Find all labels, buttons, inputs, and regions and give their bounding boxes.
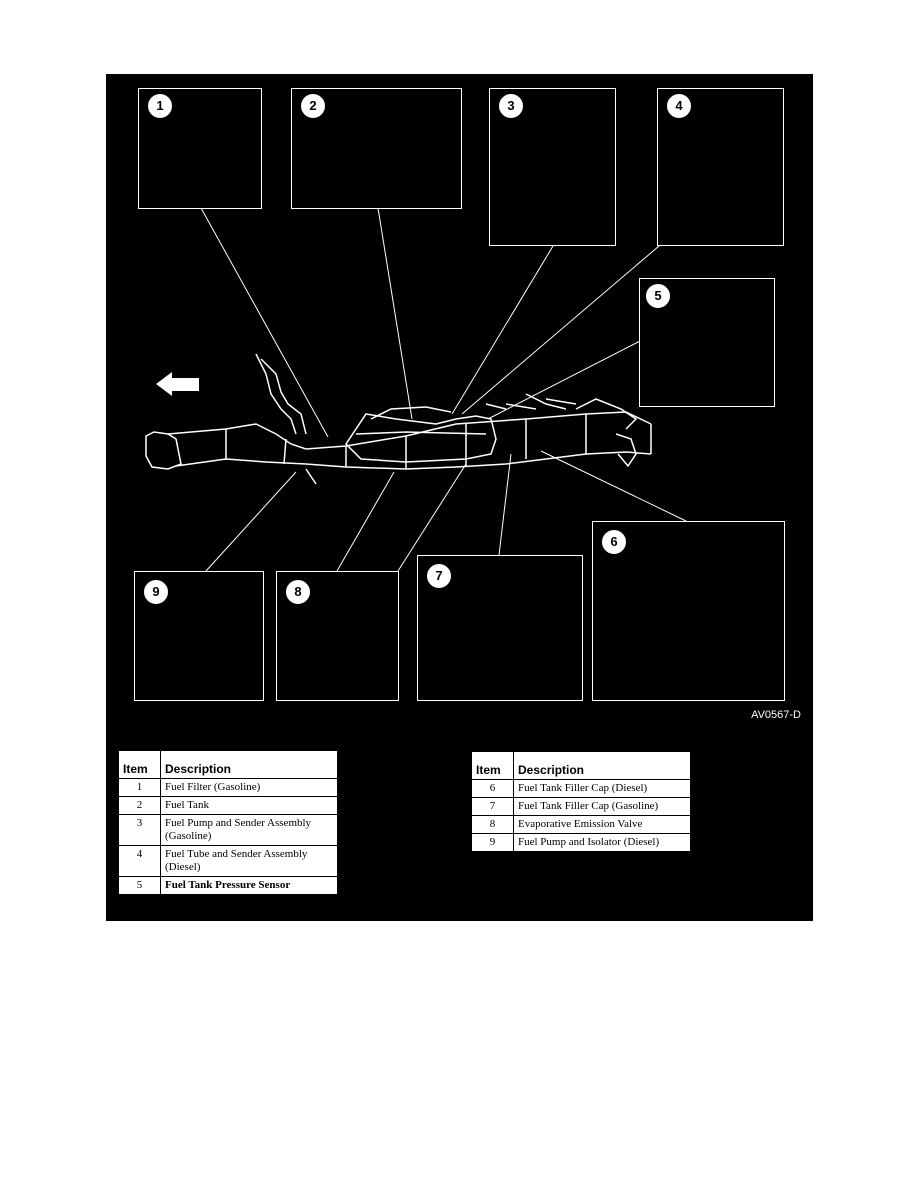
detail-box-filler-cap-diesel: 6 <box>592 521 785 701</box>
detail-box-fuel-pump: 3 <box>489 88 616 246</box>
legend-item-number: 1 <box>118 778 161 797</box>
leader-line-9 <box>205 471 297 572</box>
detail-box-fuel-pump-isolator: 9 <box>134 571 264 701</box>
legend-item-number: 5 <box>118 876 161 895</box>
leader-line-4 <box>461 245 660 415</box>
legend-item-number: 4 <box>118 845 161 877</box>
legend-item-description: Fuel Pump and Isolator (Diesel) <box>513 833 691 852</box>
callout-badge-5: 5 <box>646 284 670 308</box>
leader-line-5 <box>487 340 641 420</box>
legend-header-item: Item <box>471 751 514 780</box>
legend-item-number: 6 <box>471 779 514 798</box>
leader-line-1 <box>200 207 329 438</box>
legend-header-description: Description <box>160 750 338 779</box>
callout-badge-2: 2 <box>301 94 325 118</box>
legend-item-number: 9 <box>471 833 514 852</box>
legend-header-item: Item <box>118 750 161 779</box>
leader-line-7 <box>498 453 512 556</box>
legend-header-description: Description <box>513 751 691 780</box>
callout-badge-3: 3 <box>499 94 523 118</box>
leader-line-8b <box>397 463 467 572</box>
legend-item-number: 8 <box>471 815 514 834</box>
legend-header-row: Item Description <box>118 750 338 779</box>
legend-header-row: Item Description <box>471 751 691 780</box>
leader-line-8 <box>336 471 395 572</box>
leader-line-3 <box>451 245 554 415</box>
legend-item-description: Fuel Tank Pressure Sensor <box>160 876 338 895</box>
leader-line-6 <box>540 450 687 522</box>
legend-item-description: Fuel Filter (Gasoline) <box>160 778 338 797</box>
vehicle-frame <box>145 353 652 485</box>
callout-badge-7: 7 <box>427 564 451 588</box>
detail-box-fuel-tank: 2 <box>291 88 462 209</box>
legend-item-description: Fuel Tank <box>160 796 338 815</box>
legend-item-description: Evaporative Emission Valve <box>513 815 691 834</box>
legend-item-number: 7 <box>471 797 514 816</box>
leader-line-2 <box>377 207 413 420</box>
callout-badge-6: 6 <box>602 530 626 554</box>
legend-item-description: Fuel Tube and Sender Assembly (Diesel) <box>160 845 338 877</box>
callout-badge-4: 4 <box>667 94 691 118</box>
legend-item-description: Fuel Tank Filler Cap (Gasoline) <box>513 797 691 816</box>
detail-box-evap-valve: 8 <box>276 571 399 701</box>
callout-badge-8: 8 <box>286 580 310 604</box>
legend-item-description: Fuel Pump and Sender Assembly (Gasoline) <box>160 814 338 846</box>
fuel-system-diagram: 1 2 3 4 5 6 7 8 9 AV0567-D Item Descript… <box>106 74 813 921</box>
detail-box-filler-cap-gasoline: 7 <box>417 555 583 701</box>
legend-item-number: 2 <box>118 796 161 815</box>
detail-box-fuel-filter: 1 <box>138 88 262 209</box>
callout-badge-1: 1 <box>148 94 172 118</box>
legend-item-description: Fuel Tank Filler Cap (Diesel) <box>513 779 691 798</box>
legend-item-number: 3 <box>118 814 161 846</box>
forward-arrow <box>156 372 199 396</box>
figure-reference-code: AV0567-D <box>751 709 801 721</box>
detail-box-fuel-tube: 4 <box>657 88 784 246</box>
detail-box-pressure-sensor: 5 <box>639 278 775 407</box>
callout-badge-9: 9 <box>144 580 168 604</box>
